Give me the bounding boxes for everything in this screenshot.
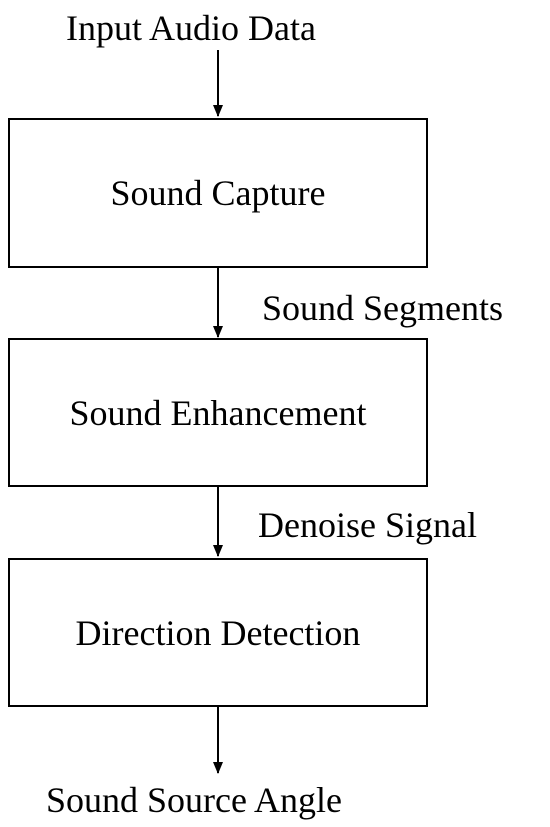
edge-label-sound-segments: Sound Segments (262, 288, 504, 328)
step-sound-enhancement: Sound Enhancement (8, 338, 428, 487)
input-label: Input Audio Data (66, 8, 316, 48)
step-label: Direction Detection (75, 612, 361, 653)
step-direction-detection: Direction Detection (8, 558, 428, 707)
step-label: Sound Enhancement (69, 392, 367, 433)
output-label: Sound Source Angle (46, 780, 342, 820)
step-sound-capture: Sound Capture (8, 118, 428, 268)
step-label: Sound Capture (110, 173, 326, 213)
edge-label-denoise-signal: Denoise Signal (258, 505, 477, 545)
